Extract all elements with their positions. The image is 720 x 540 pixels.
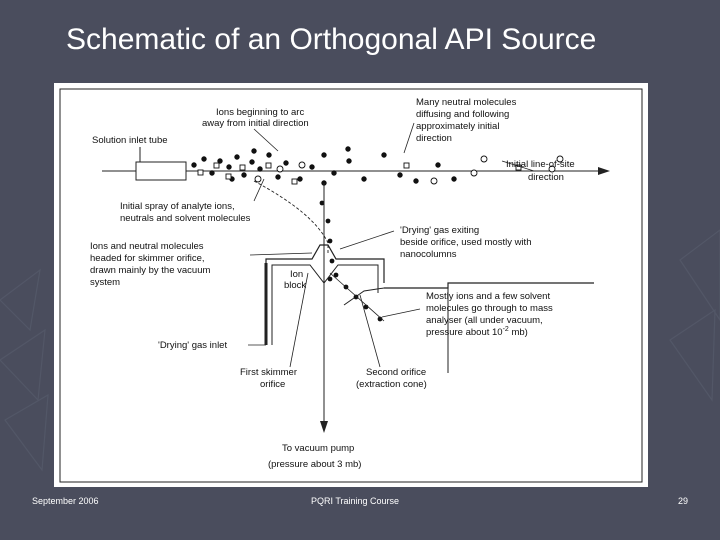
label-drying-exit-1: 'Drying' gas exiting (400, 225, 479, 236)
skimmer-housing (265, 244, 385, 345)
label-solution-inlet: Solution inlet tube (92, 135, 168, 146)
analyser-wall-top (384, 282, 594, 289)
label-spray-1: Initial spray of analyte ions, (120, 201, 235, 212)
label-neutral-4: direction (416, 133, 452, 144)
line-of-site-arrowhead (598, 167, 610, 175)
label-ion-block-1: Ion (290, 269, 303, 280)
api-source-schematic: Ions beginning to arc away from initial … (54, 83, 648, 487)
spray-particles (191, 146, 457, 186)
label-line-of-site-2: direction (528, 172, 564, 183)
label-mostly-ions-unit: mb) (509, 327, 528, 338)
solution-inlet-tube (135, 161, 187, 181)
label-first-skimmer-1: First skimmer (240, 367, 297, 378)
label-neutral-1: Many neutral molecules (416, 97, 517, 108)
footer-page-number: 29 (678, 496, 689, 506)
label-mostly-ions-exponent: -2 (503, 326, 509, 333)
label-drying-inlet: 'Drying' gas inlet (158, 340, 227, 351)
label-mostly-ions-2: molecules go through to mass (426, 303, 553, 314)
label-mostly-ions-4-text: pressure about 10 (426, 327, 503, 338)
label-vacuum-1: To vacuum pump (282, 443, 354, 454)
label-mostly-ions-4: pressure about 10-2 mb) (426, 326, 528, 338)
slide-title: Schematic of an Orthogonal API Source (66, 23, 597, 56)
label-ions-arc-1: Ions beginning to arc (216, 107, 304, 118)
label-vacuum-2: (pressure about 3 mb) (268, 459, 361, 470)
arcing-ions (319, 200, 335, 282)
label-ions-skimmer-3: drawn mainly by the vacuum (90, 265, 210, 276)
analyser-ions (333, 272, 383, 322)
label-ions-skimmer-1: Ions and neutral molecules (90, 241, 204, 252)
label-neutral-2: diffusing and following (416, 109, 509, 120)
label-ions-arc-2: away from initial direction (202, 118, 309, 129)
ion-block (271, 264, 379, 345)
ion-arc-path (253, 180, 329, 253)
label-neutral-3: approximately initial (416, 121, 499, 132)
label-ions-skimmer-4: system (90, 277, 120, 288)
label-mostly-ions-1: Mostly ions and a few solvent (426, 291, 550, 302)
label-drying-exit-2: beside orifice, used mostly with (400, 237, 531, 248)
label-ions-skimmer-2: headed for skimmer orifice, (90, 253, 205, 264)
label-drying-exit-3: nanocolumns (400, 249, 457, 260)
label-line-of-site-1: Initial line-of-site (506, 159, 575, 170)
label-first-skimmer-2: orifice (260, 379, 285, 390)
schematic-drawing: Ions beginning to arc away from initial … (59, 88, 643, 483)
label-second-orifice-1: Second orifice (366, 367, 426, 378)
label-spray-2: neutrals and solvent molecules (120, 213, 251, 224)
leader-lines (248, 122, 535, 368)
figure-frame (59, 88, 643, 483)
analyser-ion-path (329, 272, 385, 322)
extraction-cone (343, 287, 385, 306)
vacuum-arrowhead (320, 421, 328, 433)
label-second-orifice-2: (extraction cone) (356, 379, 427, 390)
label-mostly-ions-3: analyser (all under vacuum, (426, 315, 543, 326)
label-ion-block-2: block (284, 280, 306, 291)
footer-course: PQRI Training Course (311, 496, 400, 506)
footer-date: September 2006 (32, 496, 99, 506)
neutral-molecules (197, 155, 564, 185)
